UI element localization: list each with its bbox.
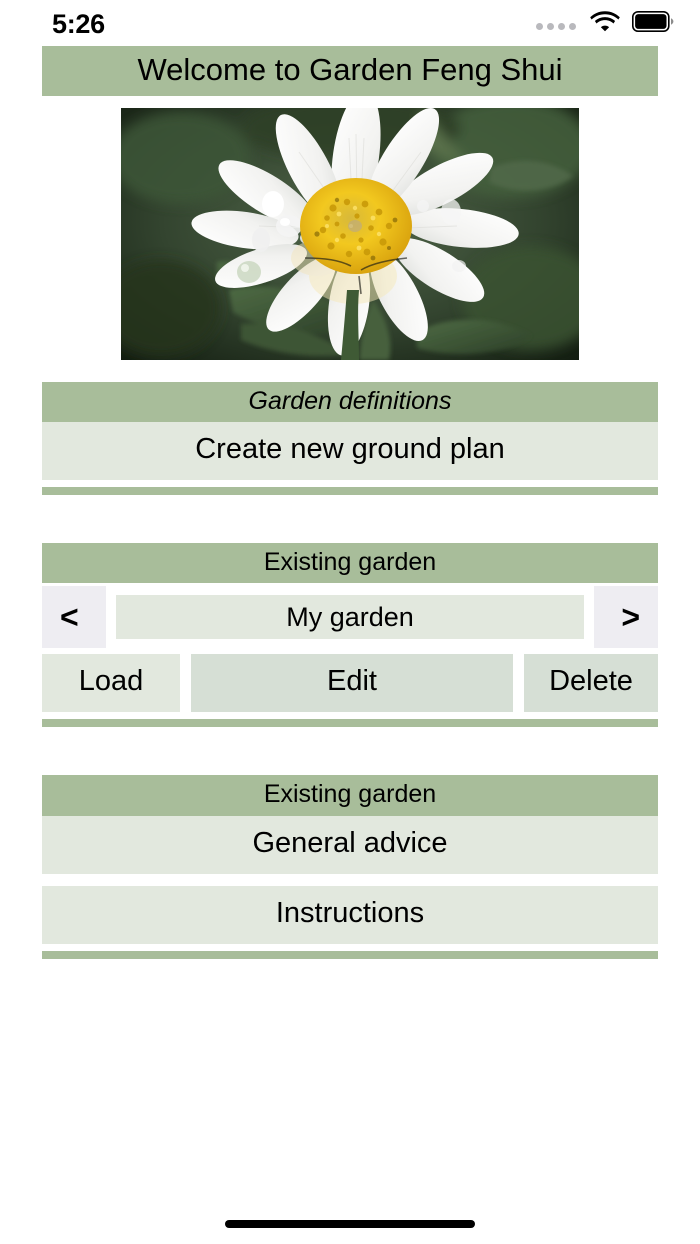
status-time: 5:26 [52, 8, 105, 39]
general-advice-button[interactable]: General advice [42, 815, 658, 874]
section-divider [42, 719, 658, 728]
page-title: Welcome to Garden Feng Shui [42, 46, 658, 96]
section-divider [42, 950, 658, 959]
section-existing-garden: Existing garden < My garden > Load Edit … [42, 542, 658, 728]
delete-garden-button[interactable]: Delete [524, 654, 658, 713]
spacer [0, 495, 700, 543]
main-content: Welcome to Garden Feng Shui [0, 46, 700, 959]
section-garden-info: Existing garden General advice Instructi… [42, 775, 658, 959]
edit-garden-button[interactable]: Edit [191, 654, 513, 713]
section-divider [42, 486, 658, 495]
daisy-flower-image [121, 107, 579, 360]
section-header-garden-info: Existing garden [42, 775, 658, 816]
wifi-icon [590, 10, 620, 37]
garden-name-field[interactable]: My garden [116, 595, 584, 640]
section-header-garden-definitions: Garden definitions [42, 381, 658, 423]
battery-full-icon [632, 10, 674, 37]
previous-garden-button[interactable]: < [42, 586, 106, 649]
hero-image-container [42, 107, 658, 360]
home-indicator[interactable] [225, 1220, 475, 1228]
signal-dots-icon [536, 22, 576, 30]
section-header-existing-garden: Existing garden [42, 542, 658, 584]
section-garden-definitions: Garden definitions Create new ground pla… [42, 381, 658, 495]
next-garden-button[interactable]: > [594, 586, 658, 649]
spacer [0, 727, 700, 775]
create-new-ground-plan-button[interactable]: Create new ground plan [42, 422, 658, 480]
status-bar: 5:26 [0, 0, 700, 46]
garden-action-row: Load Edit Delete [42, 654, 658, 713]
garden-selector-row: < My garden > [42, 586, 658, 649]
instructions-button[interactable]: Instructions [42, 885, 658, 944]
status-bar-icons [536, 9, 674, 37]
load-garden-button[interactable]: Load [42, 654, 180, 713]
